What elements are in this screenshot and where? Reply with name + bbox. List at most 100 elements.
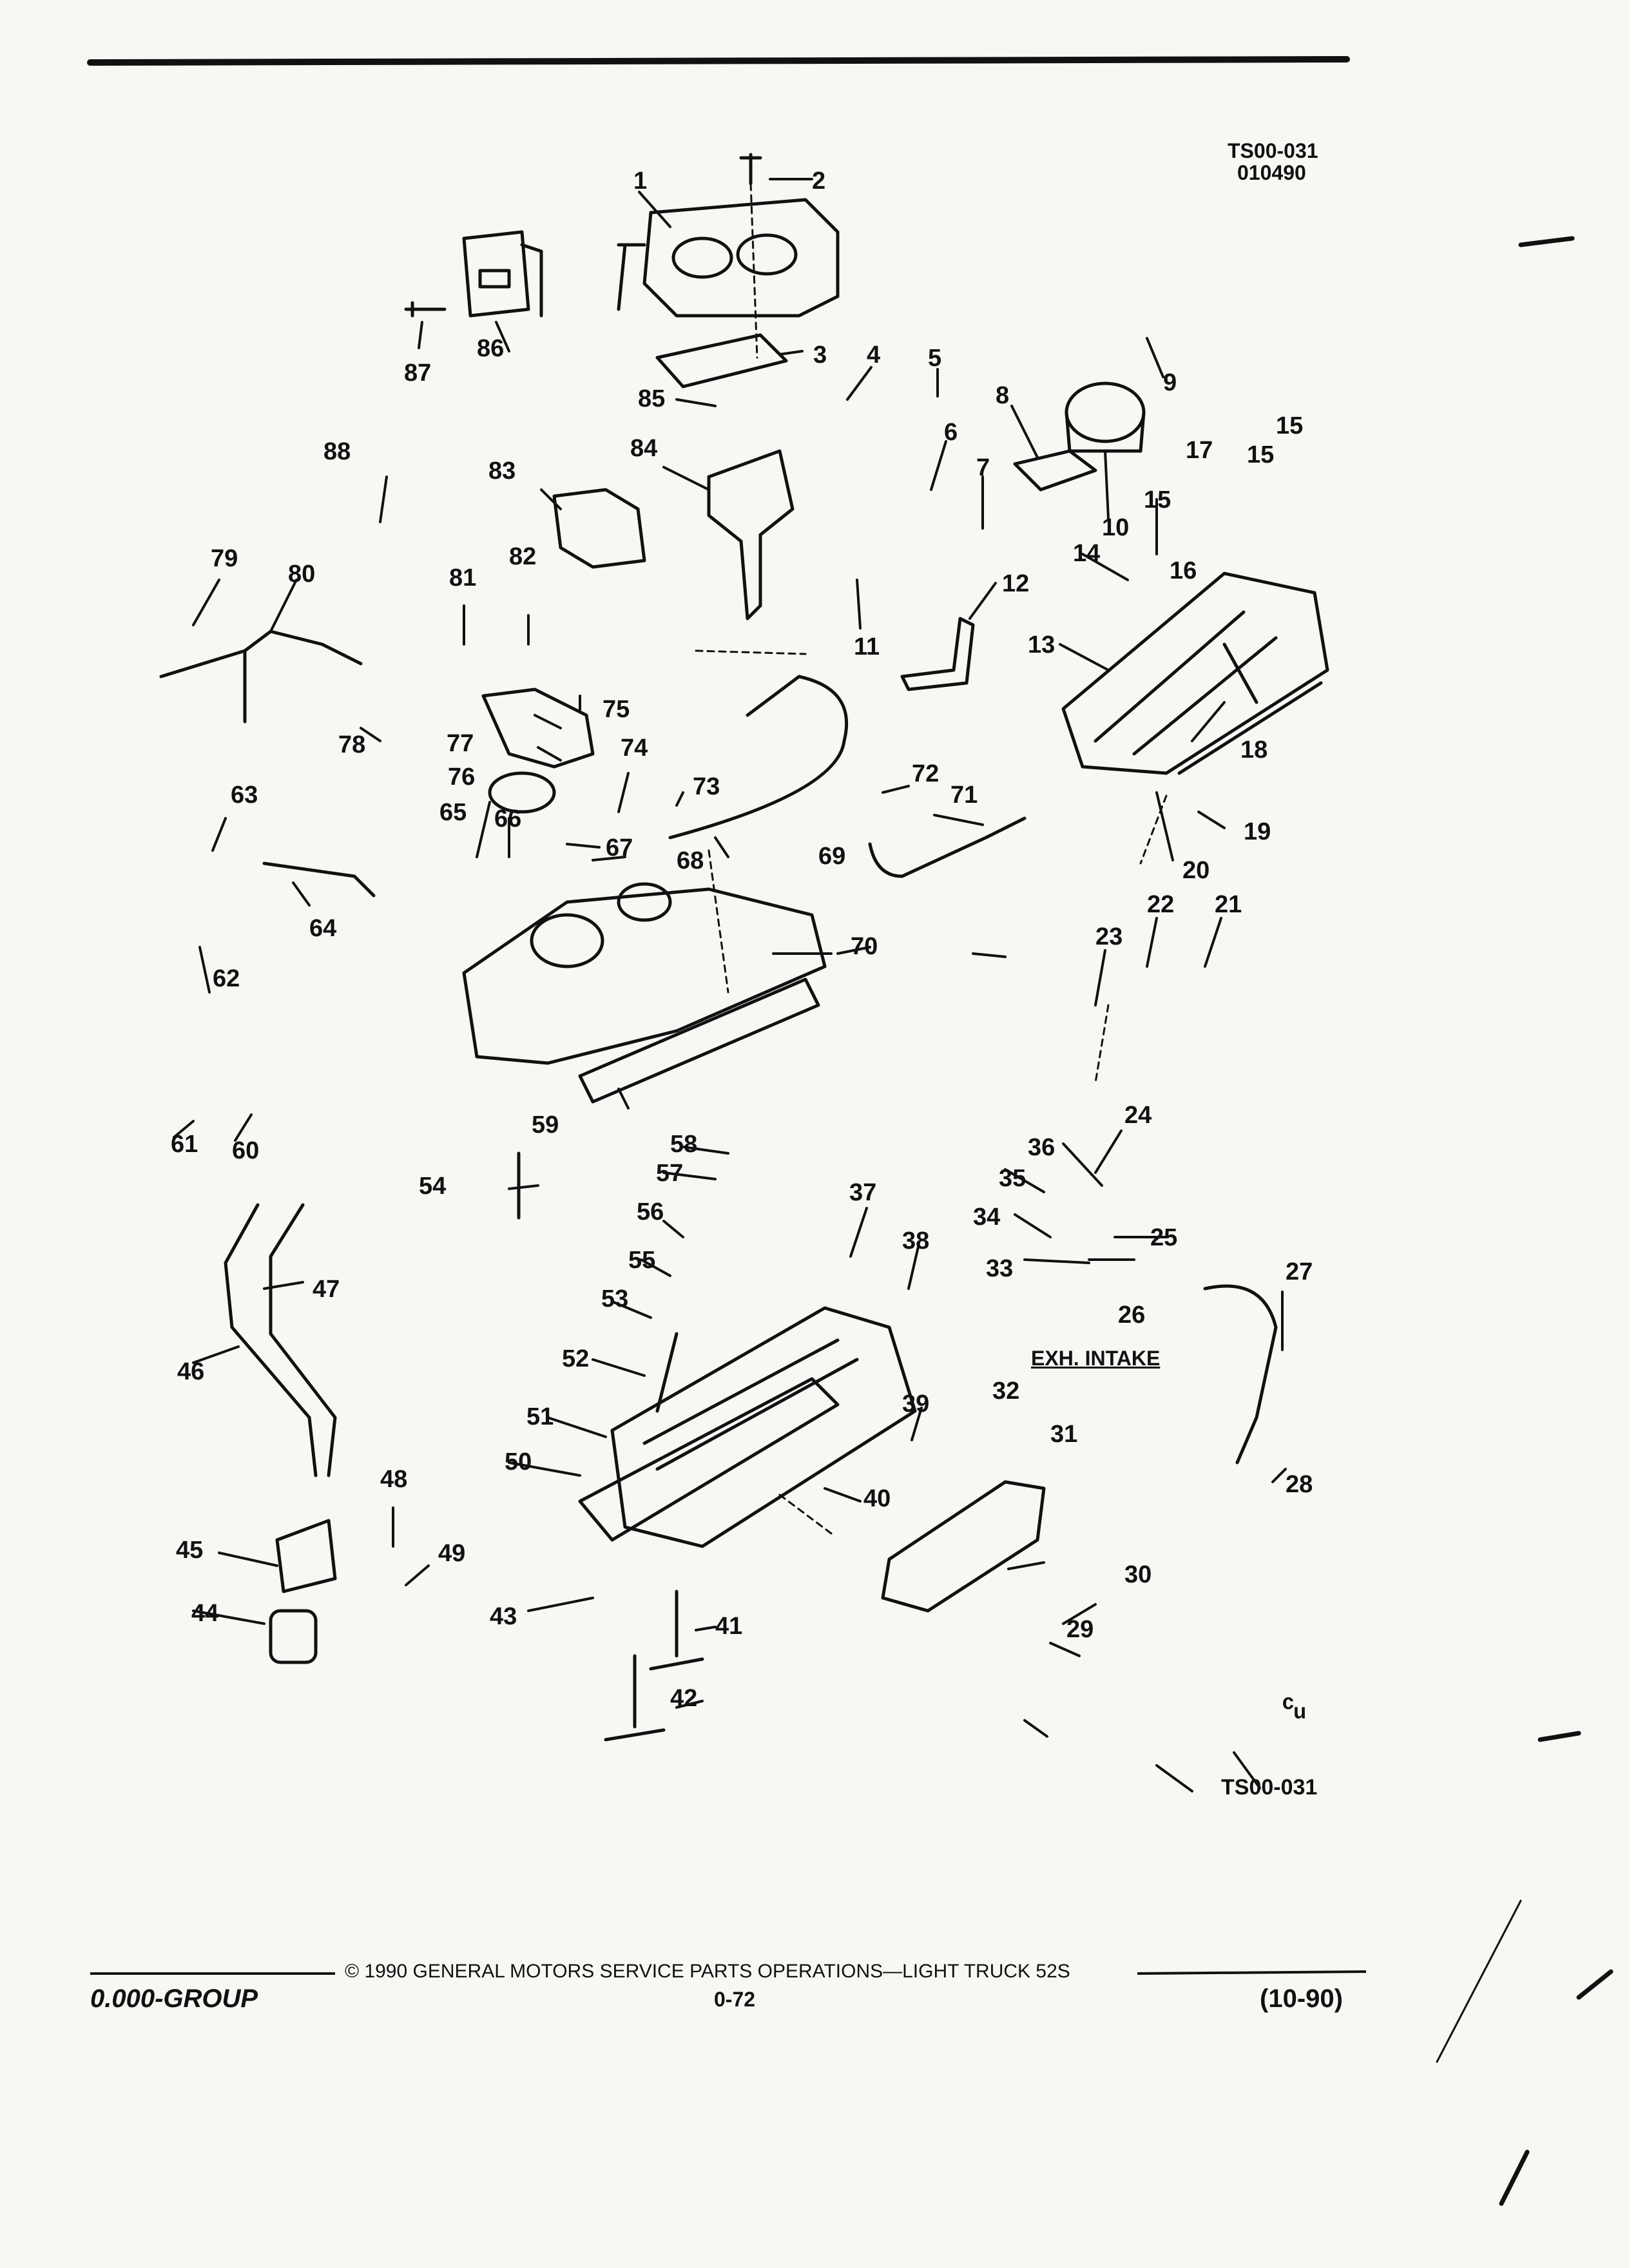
callout-48: 48 bbox=[380, 1466, 408, 1493]
callout-13: 13 bbox=[1028, 631, 1055, 658]
callout-88: 88 bbox=[323, 438, 351, 465]
valve-42 bbox=[604, 1654, 666, 1742]
callout-39: 39 bbox=[902, 1390, 930, 1418]
callout-71: 71 bbox=[950, 782, 978, 809]
callout-15a: 15 bbox=[1144, 486, 1171, 514]
callout-12: 12 bbox=[1002, 570, 1030, 597]
callout-19: 19 bbox=[1244, 818, 1271, 845]
callout-53: 53 bbox=[601, 1285, 629, 1312]
callout-25: 25 bbox=[1150, 1224, 1178, 1251]
callout-72: 72 bbox=[912, 760, 940, 787]
callout-30: 30 bbox=[1124, 1561, 1152, 1588]
callout-78: 78 bbox=[338, 731, 366, 758]
callout-40: 40 bbox=[863, 1485, 891, 1512]
callout-85: 85 bbox=[638, 385, 666, 412]
top-rule bbox=[87, 56, 1350, 66]
callout-63: 63 bbox=[231, 782, 258, 809]
callout-44: 44 bbox=[191, 1600, 219, 1627]
callout-11: 11 bbox=[854, 633, 880, 660]
callout-50: 50 bbox=[505, 1448, 532, 1475]
callout-43: 43 bbox=[490, 1603, 517, 1630]
callout-29: 29 bbox=[1066, 1616, 1094, 1643]
callout-38: 38 bbox=[902, 1227, 930, 1254]
callout-2: 2 bbox=[812, 168, 826, 195]
callout-36: 36 bbox=[1028, 1134, 1055, 1161]
scan-mark bbox=[1499, 236, 1614, 2206]
cylinder-head bbox=[610, 1306, 917, 1548]
callout-61: 61 bbox=[171, 1131, 198, 1158]
throttle-gasket bbox=[655, 333, 788, 389]
egr-valve bbox=[1065, 381, 1146, 453]
callout-28: 28 bbox=[1286, 1471, 1313, 1498]
callout-15c: 15 bbox=[1276, 412, 1304, 439]
callout-21: 21 bbox=[1215, 891, 1242, 918]
egr-gasket-8 bbox=[1013, 449, 1097, 492]
callout-23: 23 bbox=[1095, 923, 1123, 950]
callout-34: 34 bbox=[973, 1204, 1001, 1231]
fuel-line-46 bbox=[224, 1203, 318, 1477]
bracket-84 bbox=[707, 449, 795, 620]
fuel-filter-44 bbox=[269, 1609, 318, 1664]
callout-86: 86 bbox=[477, 335, 505, 362]
callout-73: 73 bbox=[693, 773, 720, 800]
pipe-71 bbox=[868, 816, 1027, 878]
scan-mark-long bbox=[1436, 1899, 1522, 2063]
pipe-80 bbox=[159, 629, 363, 724]
bracket-12 bbox=[900, 617, 975, 691]
callout-76: 76 bbox=[448, 764, 476, 791]
callout-52: 52 bbox=[562, 1345, 590, 1372]
fuel-pump-45 bbox=[275, 1519, 337, 1593]
callout-47: 47 bbox=[313, 1276, 340, 1303]
callout-65: 65 bbox=[439, 799, 467, 826]
callout-62: 62 bbox=[213, 965, 240, 992]
callout-55: 55 bbox=[628, 1247, 656, 1274]
callout-51: 51 bbox=[526, 1403, 554, 1430]
head-gasket-50 bbox=[578, 1377, 840, 1542]
callout-35: 35 bbox=[999, 1165, 1027, 1192]
callout-17: 17 bbox=[1186, 437, 1213, 464]
callout-81: 81 bbox=[449, 564, 477, 591]
manifold-gasket-59 bbox=[578, 977, 820, 1104]
callout-66: 66 bbox=[494, 805, 522, 832]
exh-intake-caption: EXH. INTAKE bbox=[1031, 1347, 1161, 1370]
wire-73 bbox=[668, 675, 849, 840]
callout-20: 20 bbox=[1182, 857, 1210, 884]
callout-82: 82 bbox=[509, 543, 537, 570]
callout-3: 3 bbox=[813, 341, 827, 369]
gasket-18 bbox=[1177, 642, 1323, 775]
pushrod-52 bbox=[655, 1332, 679, 1413]
bolt-2 bbox=[739, 153, 762, 186]
footer-page: 0-72 bbox=[714, 1988, 756, 2011]
header-code: TS00-031 bbox=[1228, 139, 1318, 162]
callout-45: 45 bbox=[176, 1537, 204, 1564]
callout-14: 14 bbox=[1073, 540, 1101, 567]
callout-9: 9 bbox=[1163, 369, 1177, 396]
callout-4: 4 bbox=[867, 341, 881, 369]
callout-15b: 15 bbox=[1247, 441, 1275, 468]
pipe-64 bbox=[262, 861, 376, 898]
callout-1: 1 bbox=[633, 168, 648, 195]
callout-16: 16 bbox=[1170, 557, 1197, 584]
callout-24: 24 bbox=[1124, 1102, 1152, 1129]
thermostat-76 bbox=[488, 771, 556, 814]
callout-80: 80 bbox=[288, 561, 316, 588]
callout-70: 70 bbox=[851, 933, 878, 960]
callout-6: 6 bbox=[944, 419, 958, 446]
callout-41: 41 bbox=[715, 1613, 743, 1640]
callout-56: 56 bbox=[637, 1198, 664, 1225]
callout-32: 32 bbox=[992, 1378, 1020, 1405]
callout-7: 7 bbox=[976, 454, 990, 481]
header-date: 010490 bbox=[1237, 161, 1306, 184]
footer-copyright: © 1990 GENERAL MOTORS SERVICE PARTS OPER… bbox=[345, 1961, 1070, 1982]
intake-manifold bbox=[462, 882, 827, 1065]
callout-54: 54 bbox=[419, 1173, 447, 1200]
callout-79: 79 bbox=[211, 545, 238, 572]
callout-74: 74 bbox=[621, 735, 648, 762]
callout-67: 67 bbox=[606, 834, 633, 861]
corner-mark: ᶜᵤ bbox=[1282, 1689, 1306, 1724]
callout-18: 18 bbox=[1240, 736, 1268, 764]
throttle-body bbox=[617, 198, 840, 318]
sensor-wire-27 bbox=[1203, 1284, 1278, 1465]
callout-83: 83 bbox=[488, 457, 516, 485]
